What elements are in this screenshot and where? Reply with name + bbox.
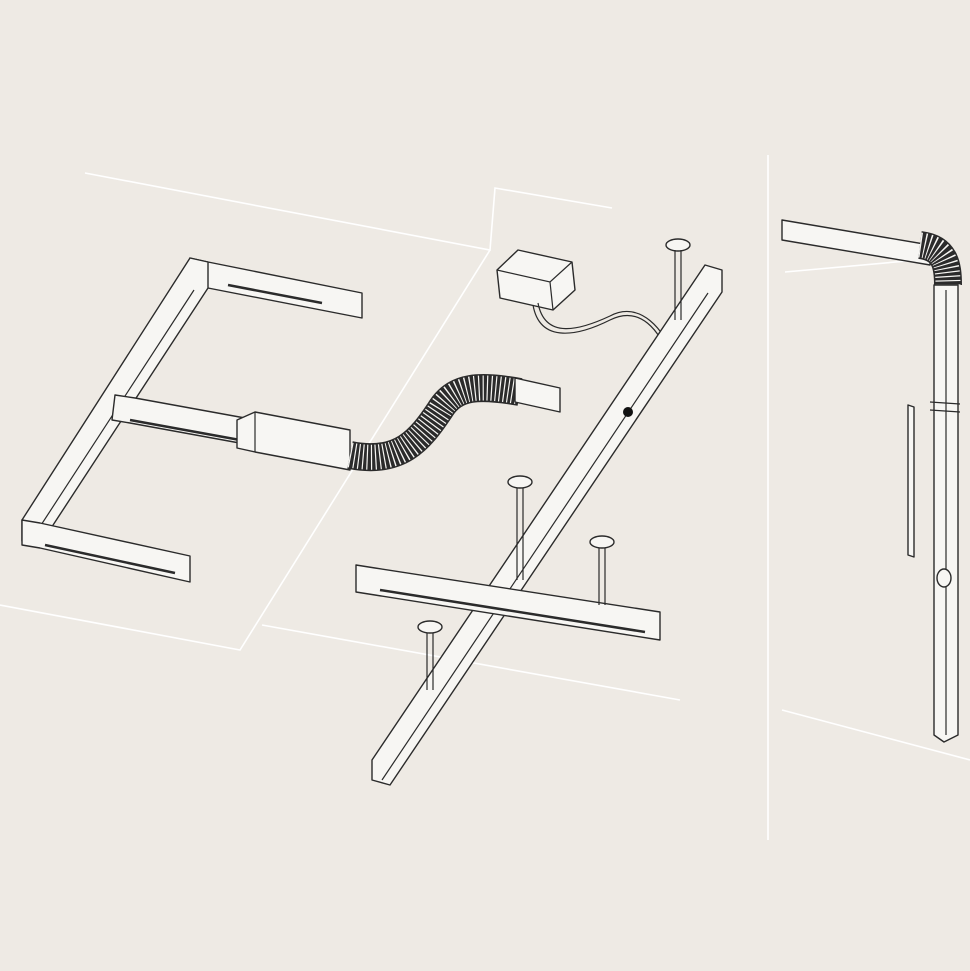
ceiling-canopy	[496, 249, 576, 311]
spot-marker-icon	[623, 407, 633, 417]
suspension-rod	[417, 620, 443, 690]
suspension-rods	[417, 238, 691, 690]
bottom-track-rail	[21, 519, 191, 583]
flexible-connector	[347, 374, 561, 472]
ceiling-wall-track	[781, 219, 931, 266]
top-track-rail	[189, 257, 363, 319]
room-guide-lines	[0, 155, 970, 840]
flex-end-rail	[514, 377, 561, 413]
main-diagonal-track	[355, 264, 723, 786]
suspension-rod	[507, 475, 533, 580]
e-shaped-track-layout	[21, 257, 363, 583]
canopy-and-cable	[496, 249, 675, 361]
suspension-rod	[589, 535, 615, 605]
wall-fitting	[936, 568, 952, 588]
wall-cover-strip	[907, 404, 915, 558]
long-track-rail	[371, 264, 723, 786]
suspension-rod	[665, 238, 691, 320]
power-feed-box	[236, 411, 351, 471]
wall-corner-track	[781, 219, 962, 743]
